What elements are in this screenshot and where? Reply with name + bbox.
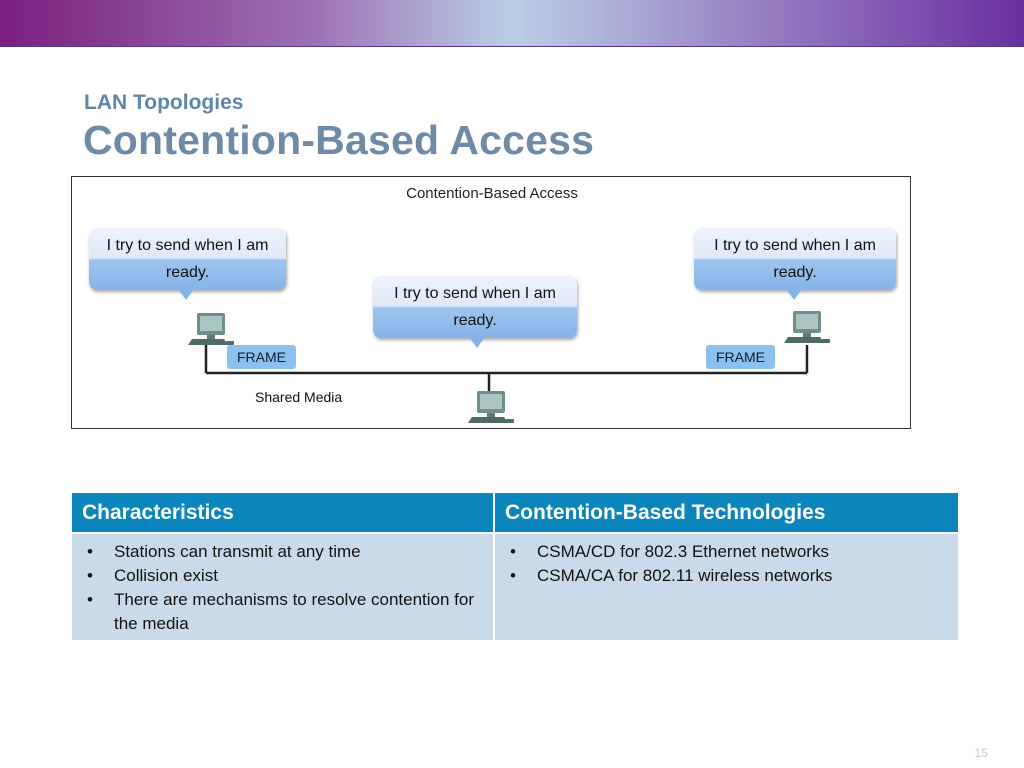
speech-bubble-center: I try to send when I am ready. xyxy=(373,276,577,348)
frame-label-left: FRAME xyxy=(227,345,296,369)
comparison-table: Characteristics Contention-Based Technol… xyxy=(72,493,958,640)
workstation-icon xyxy=(188,313,234,345)
list-item: Collision exist xyxy=(82,564,483,588)
bubble-tail xyxy=(469,337,485,348)
topology-diagram: Contention-Based Access I try to send wh… xyxy=(71,176,911,429)
section-kicker: LAN Topologies xyxy=(84,91,244,114)
bubble-tail xyxy=(178,289,194,300)
speech-bubble-left: I try to send when I am ready. xyxy=(89,228,286,300)
bubble-text: I try to send when I am ready. xyxy=(714,237,876,281)
list-item: CSMA/CD for 802.3 Ethernet networks xyxy=(505,540,948,564)
list-item: Stations can transmit at any time xyxy=(82,540,483,564)
bubble-text: I try to send when I am ready. xyxy=(106,237,269,281)
speech-bubble-right: I try to send when I am ready. xyxy=(694,228,896,300)
bubble-text: I try to send when I am ready. xyxy=(394,285,556,329)
list-item: There are mechanisms to resolve contenti… xyxy=(82,588,483,636)
table-header-row: Characteristics Contention-Based Technol… xyxy=(72,493,958,533)
technologies-list: CSMA/CD for 802.3 Ethernet networks CSMA… xyxy=(505,540,948,588)
shared-media-label: Shared Media xyxy=(255,389,343,405)
workstation-icon xyxy=(784,311,830,343)
diagram-caption: Contention-Based Access xyxy=(406,185,578,202)
frame-label-right: FRAME xyxy=(706,345,775,369)
workstation-icon xyxy=(468,391,514,423)
column-header-characteristics: Characteristics xyxy=(72,493,495,533)
slide-title: Contention-Based Access xyxy=(83,117,595,163)
page-number: 15 xyxy=(974,746,988,760)
table-row: Stations can transmit at any time Collis… xyxy=(72,532,958,640)
bubble-tail xyxy=(786,289,802,300)
column-header-technologies: Contention-Based Technologies xyxy=(494,493,958,533)
characteristics-cell: Stations can transmit at any time Collis… xyxy=(72,532,495,640)
title-banner xyxy=(0,0,1024,47)
diagram-graphics xyxy=(188,311,830,423)
characteristics-list: Stations can transmit at any time Collis… xyxy=(82,540,483,636)
list-item: CSMA/CA for 802.11 wireless networks xyxy=(505,564,948,588)
technologies-cell: CSMA/CD for 802.3 Ethernet networks CSMA… xyxy=(494,532,958,640)
shared-media-bus xyxy=(204,345,809,393)
